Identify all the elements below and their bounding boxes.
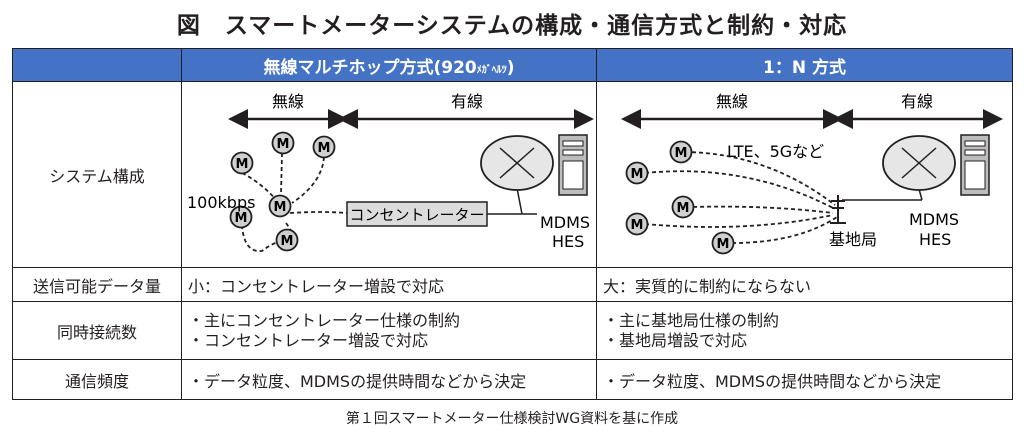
svg-text:M: M [631,167,644,182]
header-empty [12,48,182,82]
radio-links [644,150,838,244]
connections-1n-line1: ・主に基地局仕様の制約 [603,310,780,330]
frequency-1n: ・データ粒度、MDMSの提供時間などから決定 [596,359,1013,400]
connections-1n-line2: ・基地局増設で対応 [603,330,748,350]
cell-diagram-1n: 無線 有線 [596,81,1013,268]
server-icon [558,133,588,196]
row-label-system: システム構成 [12,81,182,268]
row-label-capacity: 送信可能データ量 [12,267,182,302]
svg-text:M: M [631,218,644,233]
meter-icon: M [275,228,299,251]
wired-label: 有線 [451,92,483,111]
meter-icon: M [268,194,292,217]
speed-label: 100kbps [187,193,255,212]
connections-multihop-line2: ・コンセントレーター増設で対応 [188,330,429,350]
hes-label: HES [919,230,951,249]
row-system: システム構成 無線 有線 [12,81,1013,268]
header-multihop-close: ) [506,57,515,78]
source-note: 第１回スマートメーター仕様検討WG資料を基に作成 [345,411,679,427]
wireless-label: 無線 [272,92,304,111]
mdms-label: MDMS [909,210,959,229]
server-icon [960,133,990,196]
svg-text:M: M [675,146,688,161]
meter-icon: M [230,151,254,174]
concentrator-box [346,200,488,227]
diagram-multihop: 無線 有線 M M M [182,83,596,267]
row-label-connections: 同時接続数 [12,301,182,360]
connections-1n: ・主に基地局仕様の制約 ・基地局増設で対応 [596,301,1013,360]
svg-text:M: M [281,234,294,249]
capacity-multihop: 小：コンセントレーター増設で対応 [181,267,597,302]
concentrator-label: コンセントレーター [349,206,484,224]
header-row: 無線マルチホップ方式(920ﾒｶﾞﾍﾙﾂ) 1：N 方式 [12,48,1013,82]
header-multihop: 無線マルチホップ方式(920ﾒｶﾞﾍﾙﾂ) [181,48,597,82]
row-capacity: 送信可能データ量 小：コンセントレーター増設で対応 大：実質的に制約にならない [12,267,1013,302]
wireless-label: 無線 [716,92,748,111]
header-1n: 1：N 方式 [596,48,1013,82]
connections-multihop: ・主にコンセントレーター仕様の制約 ・コンセントレーター増設で対応 [181,301,597,360]
svg-text:M: M [277,137,290,152]
cell-diagram-multihop: 無線 有線 M M M [181,81,597,268]
lte-label: LTE、5Gなど [727,142,824,161]
comparison-table: 無線マルチホップ方式(920ﾒｶﾞﾍﾙﾂ) 1：N 方式 システム構成 無線 有… [12,48,1013,400]
meter-icon: M [625,212,649,235]
svg-text:M: M [318,141,331,156]
diagram-1n-svg: 無線 有線 [621,92,1003,254]
row-label-frequency: 通信頻度 [12,359,182,400]
header-multihop-label: 無線マルチホップ方式(920 [263,57,477,78]
meter-icon: M [669,140,693,163]
header-multihop-unit: ﾒｶﾞﾍﾙﾂ [476,64,507,76]
mesh-links [241,152,348,252]
row-frequency: 通信頻度 ・データ粒度、MDMSの提供時間などから決定 ・データ粒度、MDMSの… [12,359,1013,400]
connections-multihop-line1: ・主にコンセントレーター仕様の制約 [188,310,461,330]
network-cloud-icon [882,134,956,191]
meter-icon: M [671,195,695,218]
network-cloud-icon [480,134,554,191]
wired-label: 有線 [901,92,933,111]
diagram-multihop-svg: 無線 有線 M M M [187,92,594,252]
svg-text:M: M [274,200,287,215]
mdms-label: MDMS [540,213,590,232]
meter-icon: M [312,135,336,158]
svg-text:M: M [677,201,690,216]
capacity-1n: 大：実質的に制約にならない [596,267,1013,302]
svg-text:M: M [235,211,248,226]
svg-text:M: M [236,157,249,172]
base-station-label: 基地局 [829,230,877,249]
diagram-1n: 無線 有線 [597,83,1012,267]
hes-label: HES [552,232,584,251]
antenna-icon [830,194,846,224]
meter-icon: M [229,205,253,228]
figure-title: 図 スマートメーターシステムの構成・通信方式と制約・対応 [176,13,848,39]
meter-icon: M [625,161,649,184]
svg-text:M: M [717,237,730,252]
meter-icon: M [711,231,735,254]
row-connections: 同時接続数 ・主にコンセントレーター仕様の制約 ・コンセントレーター増設で対応 … [12,301,1013,360]
meter-icon: M [271,131,295,154]
frequency-multihop: ・データ粒度、MDMSの提供時間などから決定 [181,359,597,400]
